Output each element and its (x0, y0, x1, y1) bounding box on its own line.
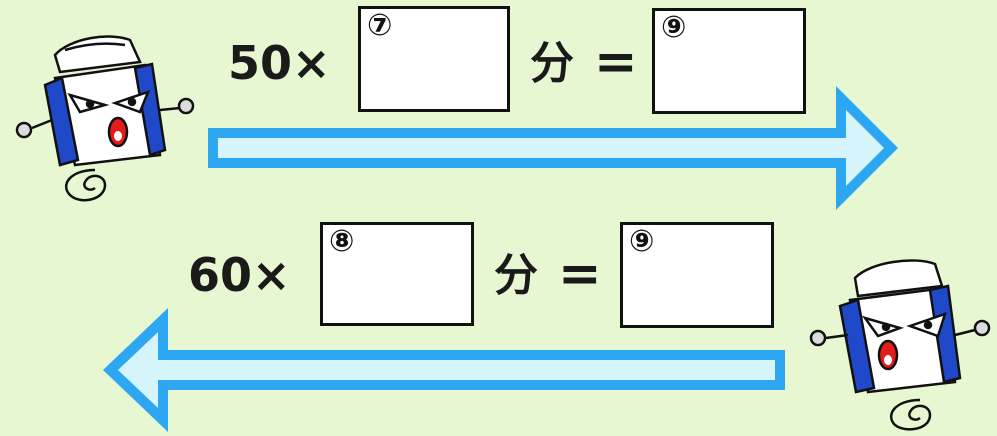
row1-multiplier-text: 50× (228, 36, 331, 90)
circled-number-marker: ⑨ (661, 10, 687, 45)
left-arrow (103, 308, 785, 432)
circled-number-marker: ⑨ (629, 224, 655, 259)
row2-multiplier-text: 60× (188, 248, 291, 302)
row1-answer-box-9[interactable]: ⑨ (652, 8, 806, 114)
row1-equals-text: = (594, 32, 638, 92)
row2-answer-box-9[interactable]: ⑨ (620, 222, 774, 328)
circled-number-marker: ⑦ (367, 8, 393, 43)
right-arrow (208, 86, 898, 210)
circled-number-marker: ⑧ (329, 224, 355, 259)
row2-unit-text: 分 (494, 250, 538, 301)
row1-answer-box-7[interactable]: ⑦ (358, 6, 510, 112)
row2-equals-text: = (558, 244, 602, 304)
row1-unit-text: 分 (530, 38, 574, 89)
row2-answer-box-8[interactable]: ⑧ (320, 222, 474, 326)
